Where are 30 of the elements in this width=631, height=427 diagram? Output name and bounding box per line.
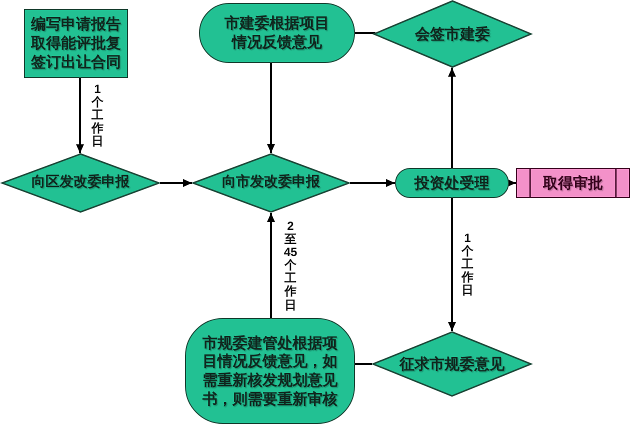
decision-diamond — [372, 331, 532, 397]
decision-diamond — [1, 153, 160, 213]
node-text: 取得审批 — [542, 174, 604, 192]
edge-label: 1个工作日 — [90, 82, 104, 149]
arrow — [448, 198, 456, 331]
arrow — [267, 63, 275, 153]
node-text: 会签市建委 — [414, 24, 491, 44]
arrow — [350, 179, 395, 187]
node-text: 征求市规委意见 — [398, 354, 506, 374]
node-text: 投资处受理 — [413, 174, 490, 192]
result-box — [516, 168, 630, 198]
connector-line — [355, 32, 376, 34]
node-text: 市规委建管处根据项目情况反馈意见，如需重新核发规划意见书，则需要重新审核 — [202, 334, 338, 408]
arrow — [507, 179, 516, 187]
arrow — [267, 213, 275, 318]
edge-label: 2至45个工作日 — [283, 220, 298, 312]
arrow — [448, 68, 456, 168]
arrow — [76, 78, 84, 154]
node-text: 市建委根据项目情况反馈意见 — [224, 14, 330, 52]
connector-line — [355, 363, 372, 365]
node-text: 编写申请报告取得能评批复签订出让合同 — [30, 15, 122, 72]
decision-diamond — [192, 153, 350, 213]
decision-diamond — [373, 0, 532, 68]
edge-label: 1个工作日 — [460, 232, 474, 298]
node-text: 向区发改委申报 — [30, 174, 130, 192]
node-text: 向市发改委申报 — [221, 174, 321, 192]
rounded-process-box — [185, 318, 355, 424]
process-box — [24, 9, 128, 78]
rounded-process-box — [395, 168, 509, 198]
arrow — [160, 179, 192, 187]
